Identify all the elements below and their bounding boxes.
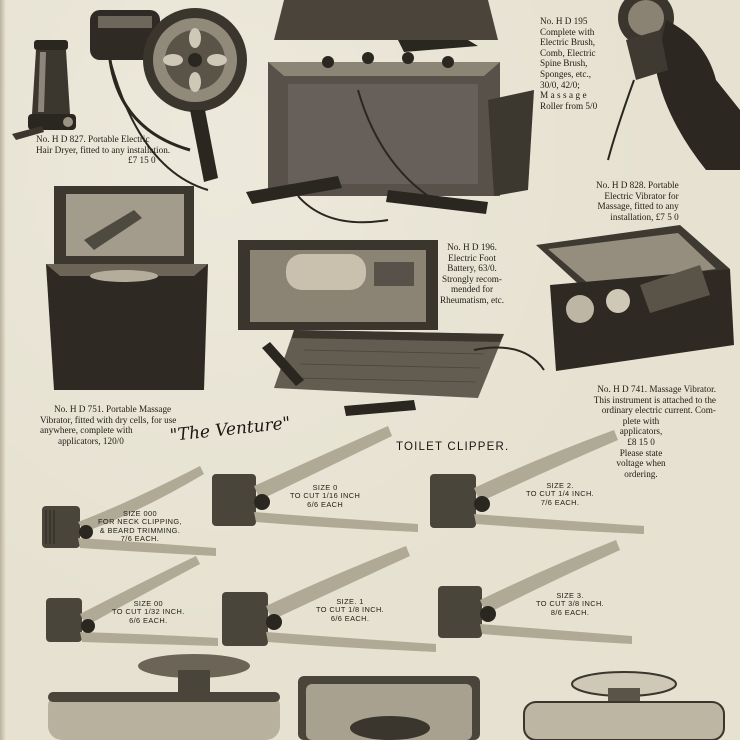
caption-line: Sponges, etc., bbox=[540, 68, 592, 79]
brush-left-illustration bbox=[44, 652, 284, 740]
caption-line: Comb, Electric bbox=[540, 47, 596, 58]
caption-hd196: No. H D 196. Electric Foot Battery, 63/0… bbox=[440, 242, 504, 306]
clipper-label-line: 6/6 EACH. bbox=[330, 613, 370, 623]
caption-line: Spine Brush, bbox=[540, 58, 588, 69]
caption-hd741: No. H D 741. Massage Vibrator. This inst… bbox=[566, 384, 716, 479]
caption-line: Electric Brush, bbox=[540, 37, 596, 48]
clipper-size-1-label: SIZE. 1 TO CUT 1/8 INCH. 6/6 EACH. bbox=[316, 597, 385, 623]
caption-hd751: No. H D 751. Portable Massage Vibrator, … bbox=[40, 404, 176, 446]
clipper-size-3-illustration bbox=[436, 540, 636, 660]
hand-vibrator-illustration bbox=[606, 0, 740, 180]
caption-line: Complete with bbox=[540, 26, 595, 37]
caption-line: ordinary electric current. Com- bbox=[601, 405, 716, 416]
caption-line: Hair Dryer, fitted to any installation. bbox=[36, 144, 171, 155]
clipper-label-line: 7/6 EACH. bbox=[120, 534, 160, 544]
caption-line: No. H D 196. bbox=[447, 242, 497, 252]
clipper-label-line: 6/6 EACH bbox=[307, 499, 344, 509]
clipper-label-line: SIZE 2. bbox=[546, 481, 574, 490]
clipper-label-line: SIZE. 1 bbox=[336, 597, 364, 606]
caption-line: Electric Vibrator for bbox=[604, 190, 679, 201]
caption-line: applicators, bbox=[619, 426, 663, 437]
caption-line: anywhere, complete with bbox=[40, 425, 133, 436]
clipper-label-line: FOR NECK CLIPPING, bbox=[98, 517, 182, 527]
clipper-size-3-label: SIZE 3. TO CUT 3/8 INCH. 8/6 EACH. bbox=[536, 591, 605, 617]
clipper-size-00-illustration bbox=[44, 556, 224, 656]
foot-battery-illustration bbox=[234, 230, 564, 420]
caption-line: Electric Foot bbox=[448, 252, 496, 263]
caption-line: 30/0, 42/0; bbox=[540, 79, 580, 90]
clipper-label-line: SIZE 0 bbox=[312, 483, 338, 492]
caption-line: plete with bbox=[622, 415, 660, 426]
clipper-size-0-illustration bbox=[210, 426, 420, 546]
clipper-label-line: TO CUT 1/8 INCH. bbox=[316, 605, 385, 615]
brush-right-illustration bbox=[520, 670, 730, 740]
caption-line: No. H D 195 bbox=[540, 16, 588, 26]
caption-line: This instrument is attached to the bbox=[593, 394, 716, 405]
clipper-size-00-label: SIZE 00 TO CUT 1/32 INCH. 6/6 EACH. bbox=[112, 599, 185, 625]
caption-line: Battery, 63/0. bbox=[447, 263, 497, 274]
caption-line: Massage bbox=[540, 90, 589, 101]
caption-line: Strongly recom- bbox=[442, 273, 502, 284]
caption-hd828: No. H D 828. Portable Electric Vibrator … bbox=[596, 180, 679, 222]
clipper-label-line: TO CUT 1/16 INCH bbox=[290, 491, 361, 501]
clipper-label-line: TO CUT 1/4 INCH. bbox=[526, 489, 595, 499]
caption-hd827: No. H D 827. Portable Electric Hair Drye… bbox=[36, 134, 170, 166]
caption-line: installation, £7 5 0 bbox=[610, 211, 679, 222]
caption-line: ordering. bbox=[624, 468, 658, 479]
clipper-size-2-label: SIZE 2. TO CUT 1/4 INCH. 7/6 EACH. bbox=[526, 481, 595, 507]
massage-vibrator-box-illustration bbox=[44, 180, 214, 395]
clipper-size-000-label: SIZE 000 FOR NECK CLIPPING, & BEARD TRIM… bbox=[98, 509, 182, 544]
caption-line: Rheumatism, etc. bbox=[440, 294, 505, 305]
clipper-label-line: TO CUT 1/32 INCH. bbox=[112, 607, 185, 617]
clipper-label-line: 8/6 EACH. bbox=[550, 607, 590, 617]
clipper-label-line: SIZE 00 bbox=[133, 599, 164, 608]
caption-price: £7 15 0 bbox=[128, 155, 156, 166]
clipper-label-line: & BEARD TRIMMING. bbox=[99, 525, 181, 535]
caption-line: Roller from 5/0 bbox=[540, 100, 598, 111]
clipper-size-1-illustration bbox=[220, 546, 440, 666]
caption-line: Please state bbox=[619, 447, 663, 458]
caption-line: Massage, fitted to any bbox=[597, 201, 679, 212]
caption-line: No. H D 751. Portable Massage bbox=[54, 404, 172, 414]
electric-brush-battery-box-illustration bbox=[238, 0, 538, 230]
clipper-size-000-illustration bbox=[40, 466, 220, 566]
brush-centre-illustration bbox=[296, 672, 482, 740]
caption-line: mended for bbox=[450, 284, 494, 295]
caption-line: voltage when bbox=[616, 458, 666, 469]
caption-line: applicators, 120/0 bbox=[58, 435, 124, 446]
clipper-label-line: 6/6 EACH. bbox=[129, 615, 168, 625]
caption-hd195: No. H D 195 Complete with Electric Brush… bbox=[540, 16, 597, 111]
hair-dryer-illustration bbox=[80, 0, 250, 195]
clipper-label-line: TO CUT 3/8 INCH. bbox=[536, 599, 605, 609]
clipper-label-line: SIZE 000 bbox=[122, 509, 157, 518]
clipper-label-line: SIZE 3. bbox=[556, 591, 584, 600]
clipper-size-0-label: SIZE 0 TO CUT 1/16 INCH 6/6 EACH bbox=[290, 483, 361, 509]
hair-dryer-handle-illustration bbox=[8, 36, 88, 146]
clipper-label-line: 7/6 EACH. bbox=[540, 497, 580, 507]
caption-line: Vibrator, fitted with dry cells, for use bbox=[40, 414, 177, 425]
clipper-section-title: TOILET CLIPPER. bbox=[396, 441, 510, 453]
caption-line: No. H D 828. Portable bbox=[596, 180, 679, 190]
page-edge-shadow bbox=[0, 0, 6, 740]
massage-vibrator-case-illustration bbox=[530, 225, 740, 375]
caption-price: £8 15 0 bbox=[627, 436, 655, 447]
clipper-size-2-illustration bbox=[428, 430, 648, 550]
caption-line: No. H D 741. Massage Vibrator. bbox=[597, 384, 716, 394]
caption-line: No. H D 827. Portable Electric bbox=[36, 134, 150, 144]
